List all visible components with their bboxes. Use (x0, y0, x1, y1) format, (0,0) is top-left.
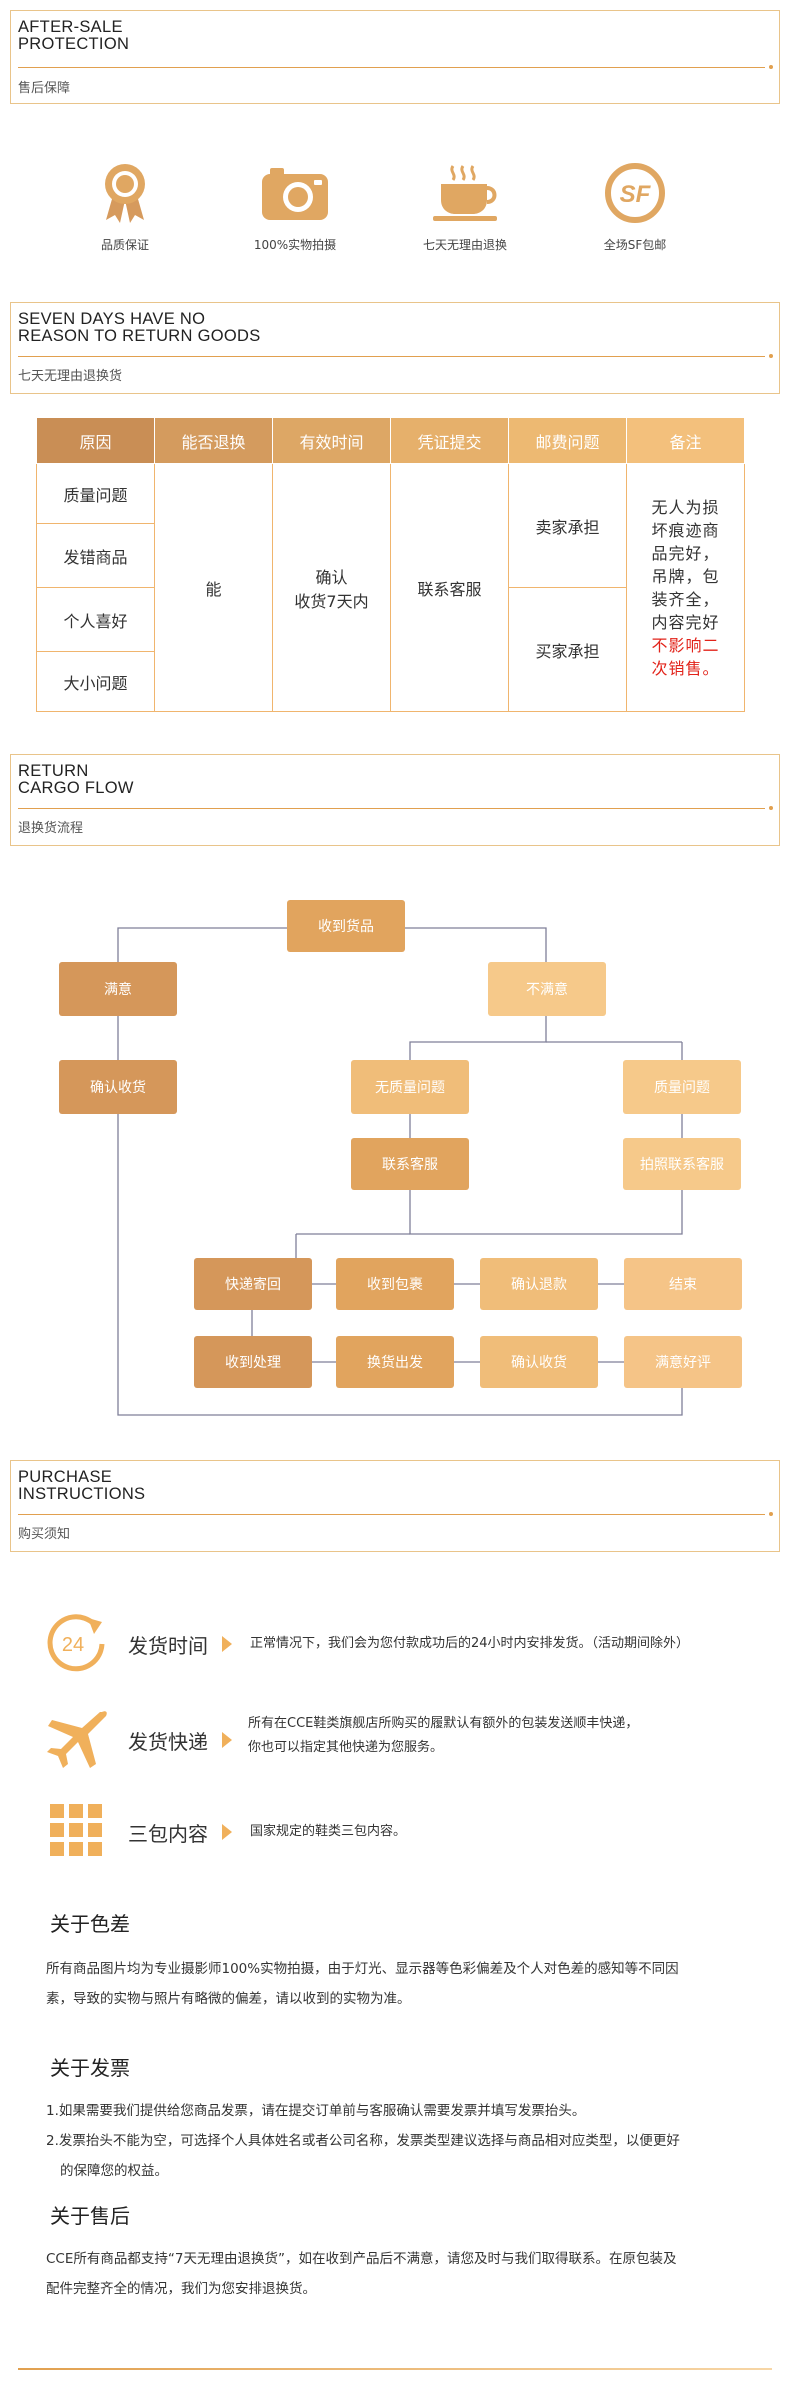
return-policy-table: 原因 能否退换 有效时间 凭证提交 邮费问题 备注 质量问题 能 确认收货7天内… (36, 417, 745, 712)
svg-text:24: 24 (62, 1634, 84, 1656)
section-title-cn: 退换货流程 (18, 821, 84, 836)
purchase-row-text: 所有在CCE鞋类旗舰店所购买的履默认有额外的包装发送顺丰快递，你也可以指定其他快… (248, 1716, 639, 1755)
arrow-icon (222, 1732, 232, 1748)
purchase-row-title: 发货时间 (128, 1634, 208, 1658)
table-header-cell: 能否退换 (154, 417, 273, 464)
grid-icon (50, 1804, 102, 1856)
section-dot (769, 806, 773, 810)
section-title-cn: 售后保障 (18, 81, 71, 96)
feature-label: 品质保证 (100, 238, 149, 252)
section-title-cn: 七天无理由退换货 (18, 369, 123, 384)
ribbon-medal-icon (105, 164, 145, 223)
table-cell-valid-time: 确认收货7天内 (272, 463, 391, 712)
flow-step-end: 结束 (624, 1258, 742, 1310)
about-aftersale-text: CCE所有商品都支持“7天无理由退换货”，如在收到产品后不满意，请您及时与我们取… (46, 2251, 677, 2297)
table-cell-reason: 个人喜好 (36, 587, 155, 652)
purchase-row-title: 三包内容 (128, 1822, 208, 1846)
feature-label: 七天无理由退换 (422, 238, 507, 252)
flow-step-confirm-receipt-2: 确认收货 (480, 1336, 598, 1388)
feature-quality: 品质保证 (40, 162, 210, 253)
flow-step-confirm-receipt: 确认收货 (59, 1060, 177, 1114)
flow-step-photo-contact-service: 拍照联系客服 (623, 1138, 741, 1190)
flow-step-quality-issue: 质量问题 (623, 1060, 741, 1114)
table-cell-reason: 发错商品 (36, 523, 155, 588)
feature-free-shipping: SF 全场SF包邮 (550, 162, 720, 253)
flow-step-contact-service: 联系客服 (351, 1138, 469, 1190)
table-cell-proof: 联系客服 (390, 463, 509, 712)
section-divider (18, 67, 765, 68)
flow-step-exchange-ship: 换货出发 (336, 1336, 454, 1388)
flow-step-receive-package: 收到包裹 (336, 1258, 454, 1310)
about-color-text: 所有商品图片均为专业摄影师100%实物拍摄，由于灯光、显示器等色彩偏差及个人对色… (46, 1961, 679, 2007)
table-header-cell: 邮费问题 (508, 417, 627, 464)
section-divider (18, 1514, 765, 1515)
flow-step-express-back: 快递寄回 (194, 1258, 312, 1310)
purchase-row-title: 发货快递 (128, 1730, 208, 1754)
table-cell-postage-seller: 卖家承担 (508, 463, 627, 588)
table-row: 发错商品 (36, 523, 745, 588)
feature-real-photo: 100%实物拍摄 (210, 162, 380, 253)
section-title-cn: 购买须知 (18, 1527, 71, 1542)
table-cell-reason: 质量问题 (36, 463, 155, 524)
feature-seven-days: 七天无理由退换 (380, 162, 550, 253)
table-row: 质量问题 能 确认收货7天内 联系客服 卖家承担 无人为损坏痕迹商品完好，吊牌，… (36, 463, 745, 712)
section-dot (769, 354, 773, 358)
feature-label: 全场SF包邮 (603, 238, 667, 252)
feature-label: 100%实物拍摄 (253, 238, 337, 252)
table-header-cell: 有效时间 (272, 417, 391, 464)
section-dot (769, 1512, 773, 1516)
flow-step-good-review: 满意好评 (624, 1336, 742, 1388)
purchase-row-text: 国家规定的鞋类三包内容。 (250, 1824, 407, 1839)
section-dot (769, 65, 773, 69)
flow-step-received: 收到货品 (287, 900, 405, 952)
flow-step-unsatisfied: 不满意 (488, 962, 606, 1016)
about-aftersale-title: 关于售后 (50, 2204, 130, 2228)
24-hour-icon: 24 (47, 1614, 105, 1672)
flow-step-satisfied: 满意 (59, 962, 177, 1016)
section-divider (18, 356, 765, 357)
table-cell-can-return: 能 (154, 463, 273, 712)
table-row: 个人喜好 买家承担 (36, 587, 745, 712)
flow-connectors (117, 927, 683, 1416)
section-divider (18, 808, 765, 809)
camera-icon (262, 168, 328, 220)
table-row: 大小问题 (36, 651, 745, 712)
coffee-cup-icon (433, 165, 497, 221)
about-invoice-title: 关于发票 (50, 2056, 130, 2080)
bottom-divider (18, 2368, 772, 2370)
about-color-title: 关于色差 (50, 1912, 130, 1936)
sf-logo-icon: SF (605, 163, 665, 223)
flow-step-confirm-refund: 确认退款 (480, 1258, 598, 1310)
flow-step-no-quality-issue: 无质量问题 (351, 1060, 469, 1114)
purchase-row-text: 正常情况下，我们会为您付款成功后的24小时内安排发货。（活动期间除外） (250, 1636, 690, 1651)
flow-step-receive-process: 收到处理 (194, 1336, 312, 1388)
arrow-icon (222, 1636, 232, 1652)
airplane-icon (47, 1711, 107, 1768)
table-cell-reason: 大小问题 (36, 651, 155, 712)
table-header-cell: 原因 (36, 417, 155, 464)
svg-text:SF: SF (620, 181, 652, 208)
table-cell-postage-buyer: 买家承担 (508, 587, 627, 712)
about-invoice-text: 1.如果需要我们提供给您商品发票，请在提交订单前与客服确认需要发票并填写发票抬头… (46, 2103, 680, 2179)
table-cell-note: 无人为损坏痕迹商品完好，吊牌，包装齐全，内容完好不影响二次销售。 (626, 463, 745, 712)
arrow-icon (222, 1824, 232, 1840)
table-header-cell: 凭证提交 (390, 417, 509, 464)
